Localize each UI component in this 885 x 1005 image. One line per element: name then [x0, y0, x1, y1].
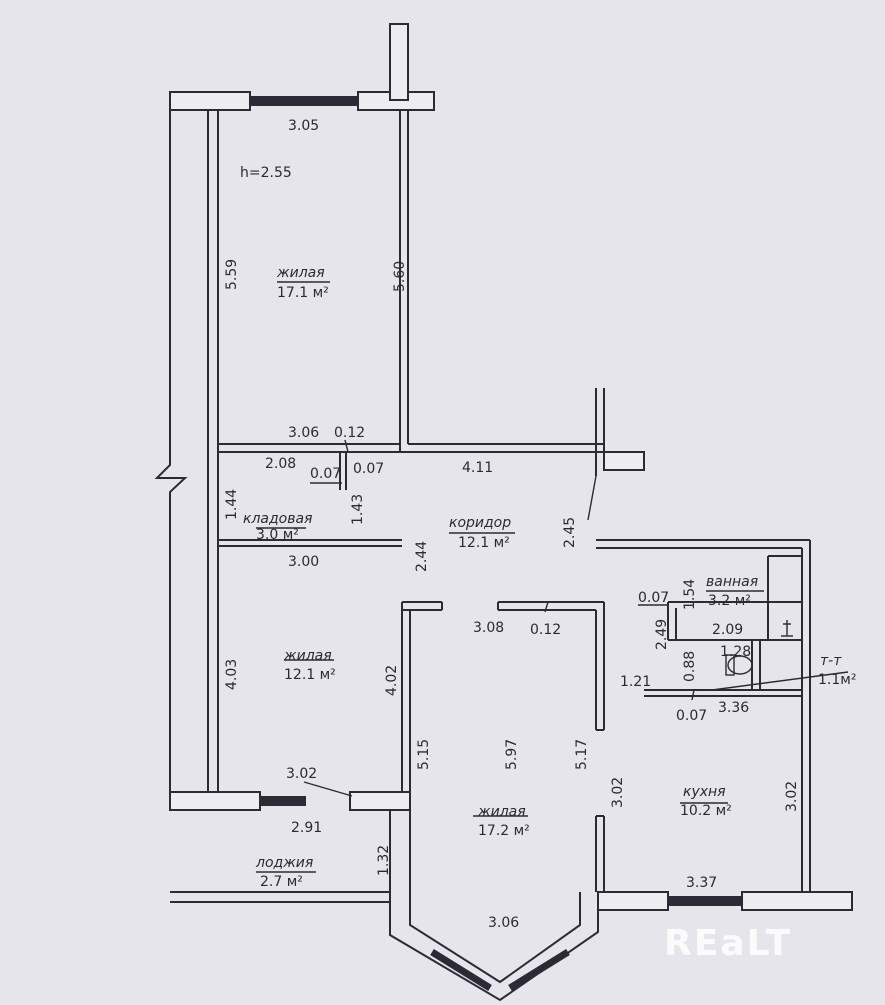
dim-label: 3.06: [288, 425, 319, 441]
room-name-living2: жилая: [283, 648, 332, 664]
room-area-kitchen: 10.2 м²: [680, 803, 732, 819]
room-area-bath: 3.2 м²: [708, 593, 751, 609]
room-name-corridor: коридор: [449, 515, 511, 531]
room-name-living1: жилая: [276, 265, 325, 281]
room-name-kitchen: кухня: [683, 784, 726, 800]
dim-label: 4.02: [384, 665, 400, 696]
dim-label: 5.15: [416, 739, 432, 770]
room-area-loggia: 2.7 м²: [260, 874, 303, 890]
dim-label: 5.97: [504, 739, 520, 770]
dim-label: 1.21: [620, 674, 651, 690]
watermark-logo: REaLT: [664, 923, 792, 964]
dim-label: 2.49: [654, 619, 670, 650]
room-name-bath: ванная: [706, 574, 758, 590]
dim-label: 1.54: [682, 579, 698, 610]
dim-label: 0.12: [334, 425, 365, 441]
dim-label: 1.32: [376, 845, 392, 876]
dim-label: 1.43: [350, 494, 366, 525]
dim-label: 3.05: [288, 118, 319, 134]
dim-label: 0.07: [638, 590, 669, 606]
vertical-dimension-labels: 5.59 5.60 1.44 1.43 2.45 2.44 1.54 2.49 …: [224, 259, 800, 876]
room-area-living2: 12.1 м²: [284, 667, 336, 683]
dim-label: 0.07: [310, 466, 341, 482]
dim-label: 5.59: [224, 259, 240, 290]
room-area-storage: 3.0 м²: [256, 527, 299, 543]
dim-label: 2.08: [265, 456, 296, 472]
room-area-living3: 17.2 м²: [478, 823, 530, 839]
dim-label: 3.06: [488, 915, 519, 931]
ceiling-height: h=2.55: [240, 165, 292, 181]
dim-label: 5.60: [392, 261, 408, 292]
dim-label: 0.07: [353, 461, 384, 477]
room-labels: жилая 17.1 м² кладовая 3.0 м² коридор 12…: [240, 165, 856, 890]
room-name-living3: жилая: [477, 804, 526, 820]
dim-label: 2.45: [562, 517, 578, 548]
room-name-storage: кладовая: [243, 511, 312, 527]
dim-label: 0.12: [530, 622, 561, 638]
dim-label: 4.11: [462, 460, 493, 476]
dim-label: 0.07: [676, 708, 707, 724]
room-area-living1: 17.1 м²: [277, 285, 329, 301]
dim-label: 3.02: [784, 781, 800, 812]
dim-label: 3.36: [718, 700, 749, 716]
dim-label: 1.28: [720, 644, 751, 660]
dim-label: 3.02: [610, 777, 626, 808]
room-area-corridor: 12.1 м²: [458, 535, 510, 551]
dim-label: 5.17: [574, 739, 590, 770]
dim-label: 2.44: [414, 541, 430, 572]
room-name-wc: т-т: [820, 653, 842, 669]
walls: [154, 23, 853, 1002]
dimension-labels: 3.05 3.06 0.12 2.08 0.07 0.07 4.11 3.00 …: [265, 118, 751, 931]
room-name-loggia: лоджия: [255, 855, 313, 871]
dim-label: 3.02: [286, 766, 317, 782]
dim-label: 3.00: [288, 554, 319, 570]
dim-label: 3.37: [686, 875, 717, 891]
room-area-wc: 1.1м²: [818, 672, 856, 688]
dim-label: 3.08: [473, 620, 504, 636]
dim-label: 2.91: [291, 820, 322, 836]
dim-label: 4.03: [224, 659, 240, 690]
dim-label: 2.09: [712, 622, 743, 638]
dim-label: 1.44: [224, 489, 240, 520]
dim-label: 0.88: [682, 651, 698, 682]
